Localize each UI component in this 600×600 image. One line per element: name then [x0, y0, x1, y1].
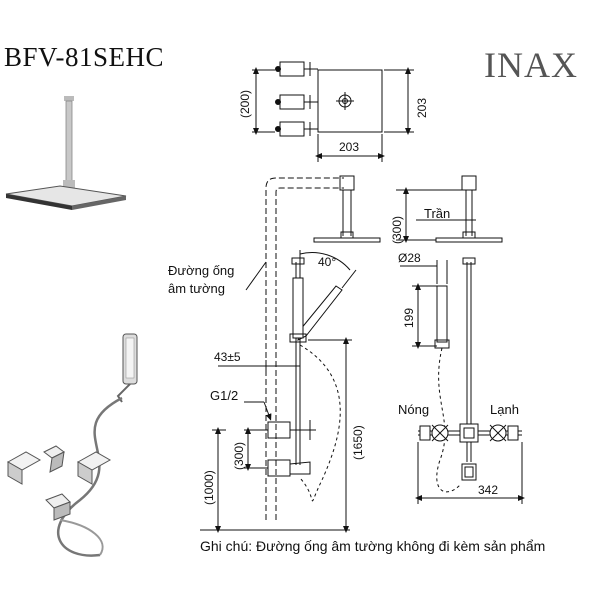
product-photo-valve-set	[6, 333, 138, 557]
dim-angle: 40°	[318, 255, 336, 269]
dim-valve-spacing: (300)	[232, 442, 246, 470]
dim-width: 342	[478, 483, 498, 497]
dim-top-height: 203	[415, 98, 429, 118]
dim-diameter: Ø28	[398, 251, 421, 265]
dim-total-height: (1650)	[351, 425, 365, 460]
brand-logo-text: INAX	[484, 45, 578, 85]
dim-floor-height: (1000)	[202, 470, 216, 505]
label-ceiling: Trần	[424, 206, 451, 221]
label-pipe-line2: âm tường	[168, 281, 225, 296]
dim-handshower-length: 199	[402, 308, 416, 328]
side-view	[200, 175, 381, 533]
model-code: BFV-81SEHC	[4, 42, 165, 72]
footer-note: Ghi chú: Đường ống âm tường không đi kèm…	[200, 538, 546, 554]
label-hot: Nóng	[398, 402, 430, 417]
label-pipe-line1: Đường ống	[168, 263, 235, 278]
dim-top-height-paren: (200)	[238, 90, 252, 118]
top-view	[252, 61, 414, 162]
dim-top-width: 203	[339, 140, 359, 154]
dim-offset: 43±5	[214, 350, 241, 364]
label-thread: G1/2	[210, 388, 239, 403]
label-cold: Lạnh	[490, 402, 519, 417]
front-view	[396, 175, 525, 504]
dim-arm-drop: (300)	[390, 216, 404, 244]
product-photo-rain-shower	[5, 96, 127, 210]
